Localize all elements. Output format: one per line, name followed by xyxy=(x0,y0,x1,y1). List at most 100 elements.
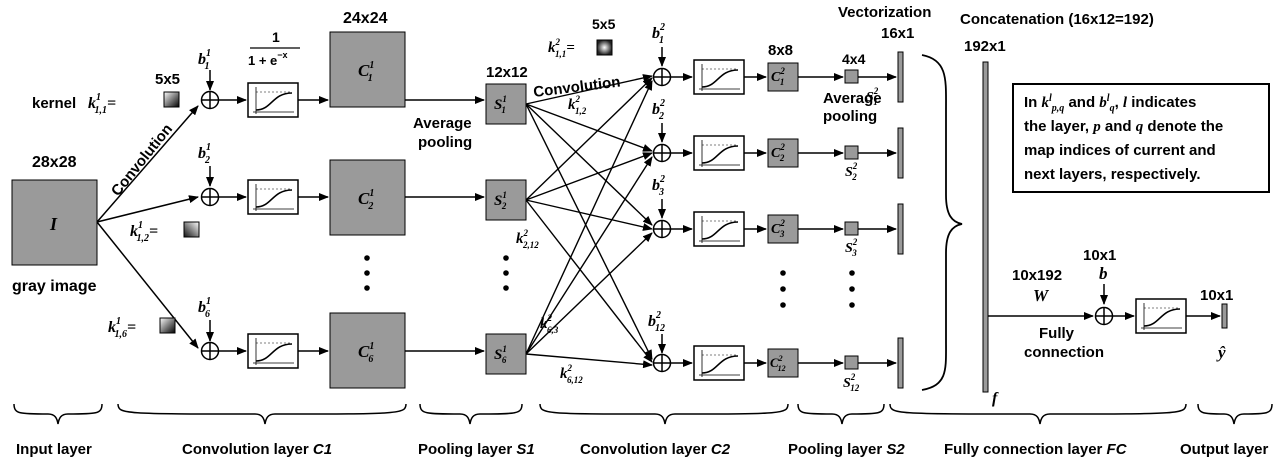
output-vector xyxy=(1221,303,1228,329)
layer-name-input: Input layer xyxy=(16,441,92,458)
sum-node-c1-1 xyxy=(200,90,220,110)
sum-node-c1-6 xyxy=(200,341,220,361)
layer-braces xyxy=(13,403,1273,425)
arrow-input-to-b6 xyxy=(96,221,199,349)
convolution-label-1: Convolution xyxy=(108,121,176,200)
kernel-size-label: 5x5 xyxy=(155,71,180,88)
s1-ellipsis xyxy=(503,255,509,291)
sigmoid-c2-3 xyxy=(693,211,745,247)
s2-map-12 xyxy=(844,355,859,370)
b-size-label: 10x1 xyxy=(1083,247,1116,264)
f-symbol: f xyxy=(992,390,999,407)
sigmoid-c1-2 xyxy=(247,179,299,215)
vectorization-label: Vectorization xyxy=(838,4,931,21)
sum-node-c1-2 xyxy=(200,187,220,207)
s1-size-label: 12x12 xyxy=(486,64,528,81)
s1-c2-connections xyxy=(525,74,653,369)
s2-ellipsis xyxy=(849,270,855,308)
out-size-label: 10x1 xyxy=(1200,287,1233,304)
avg-pooling-2a: Average xyxy=(823,90,882,107)
input-size-label: 28x28 xyxy=(32,154,77,171)
input-caption: gray image xyxy=(12,278,97,295)
vector-size-label: 16x1 xyxy=(881,25,914,42)
s1-map-1 xyxy=(485,83,527,125)
layer-name-conv2: Convolution layer C2 xyxy=(580,441,731,458)
sigmoid-numerator: 1 xyxy=(272,29,280,45)
c2-map-2 xyxy=(767,138,799,168)
w-size-label: 10x192 xyxy=(1012,267,1062,284)
kernel-k11-swatch xyxy=(163,91,180,108)
avg-pooling-1a: Average xyxy=(413,115,472,132)
sum-node-c2-3 xyxy=(652,219,672,239)
c2-row-arrows xyxy=(671,73,767,367)
c1-ellipsis xyxy=(364,255,370,291)
s2-map-1 xyxy=(844,69,859,84)
vector-3 xyxy=(897,203,904,255)
arrow-input-to-b1 xyxy=(96,105,199,223)
output-symbol: ŷ xyxy=(1216,343,1226,362)
vector-2 xyxy=(897,127,904,179)
c2-s2-arrows xyxy=(798,73,844,367)
w-symbol: W xyxy=(1033,286,1050,305)
input-image-box xyxy=(11,179,98,266)
notation-note: In klp,q and blq, l indicates the layer,… xyxy=(1012,83,1270,193)
c1-size-label: 24x24 xyxy=(343,10,388,27)
sigmoid-c2-12 xyxy=(693,345,745,381)
note-line-3: map indices of current and xyxy=(1024,142,1216,159)
note-line-2: the layer, p and q denote the xyxy=(1024,118,1224,135)
s2-map-3 xyxy=(844,221,859,236)
s2-map-2 xyxy=(844,145,859,160)
vector-12 xyxy=(897,337,904,389)
c2-size-label: 8x8 xyxy=(768,42,793,59)
c1-map-2 xyxy=(329,159,406,236)
b-symbol: b xyxy=(1099,264,1108,283)
sum-node-c2-1 xyxy=(652,67,672,87)
avg-pooling-1b: pooling xyxy=(418,134,472,151)
kernel-word: kernel xyxy=(32,95,76,112)
fully-connection-b: connection xyxy=(1024,344,1104,361)
c2-map-3 xyxy=(767,214,799,244)
vector-1 xyxy=(897,51,904,103)
sigmoid-c1-1 xyxy=(247,82,299,118)
note-line-4: next layers, respectively. xyxy=(1024,166,1201,183)
layer-name-pool1: Pooling layer S1 xyxy=(418,441,535,458)
s2-size-label: 4x4 xyxy=(842,51,866,67)
sigmoid-c2-1 xyxy=(693,59,745,95)
kernel2-k11-swatch xyxy=(596,39,613,56)
sigmoid-fc xyxy=(1135,298,1187,334)
c2-map-1 xyxy=(767,62,799,92)
layer-name-output: Output layer xyxy=(1180,441,1269,458)
concatenated-vector-f xyxy=(982,61,989,393)
f-size-label: 192x1 xyxy=(964,38,1006,55)
kernel-k12-swatch xyxy=(183,221,200,238)
concatenation-label: Concatenation (16x12=192) xyxy=(960,11,1154,28)
c2-ellipsis xyxy=(780,270,786,308)
sigmoid-c1-6 xyxy=(247,333,299,369)
c1-map-6 xyxy=(329,312,406,389)
fully-connection-a: Fully xyxy=(1039,325,1075,342)
